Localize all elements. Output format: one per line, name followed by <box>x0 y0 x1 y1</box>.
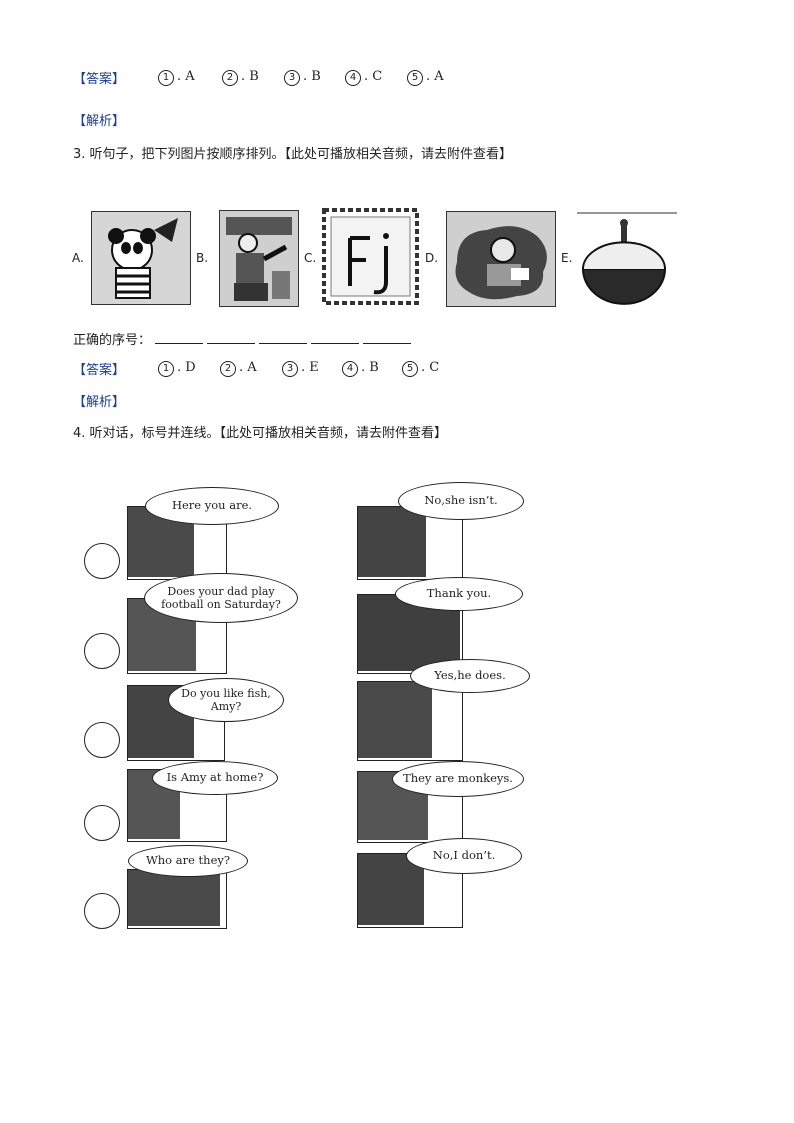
order-blank[interactable] <box>363 331 412 344</box>
order-label: 正确的序号： <box>73 333 152 348</box>
number-circle[interactable] <box>84 805 120 841</box>
number-circle[interactable] <box>84 722 120 758</box>
children-illustration <box>128 870 220 926</box>
answer-item: 4. B <box>342 360 379 377</box>
picture-label: B. <box>196 251 209 265</box>
answer-item: 1. D <box>158 360 196 377</box>
answer-item: 3. B <box>284 69 321 86</box>
ball-picture <box>577 211 677 305</box>
answer-item: 3. E <box>282 360 319 377</box>
order-blank[interactable] <box>207 331 256 344</box>
picture-label: E. <box>561 251 573 265</box>
answer-item: 5. C <box>402 360 439 377</box>
number-circle[interactable] <box>84 543 120 579</box>
speech-bubble: Do you like fish, Amy? <box>168 678 284 722</box>
letters-picture <box>322 208 419 305</box>
question-4-prompt: 4. 听对话，标号并连线。【此处可播放相关音频，请去附件查看】 <box>73 426 448 441</box>
answer-item: 1. A <box>158 69 195 86</box>
answer-item: 2. B <box>222 69 259 86</box>
girl-illustration <box>358 507 426 577</box>
panda-picture <box>91 211 191 305</box>
answer-item: 2. A <box>220 360 257 377</box>
answer-tag: 【答案】 <box>73 72 126 87</box>
picture-label: D. <box>425 251 439 265</box>
order-blank[interactable] <box>259 331 308 344</box>
speech-bubble: Is Amy at home? <box>152 761 278 795</box>
speech-bubble: They are monkeys. <box>392 761 524 797</box>
speech-bubble: Here you are. <box>145 487 279 525</box>
order-line: 正确的序号： <box>73 329 412 348</box>
speech-bubble: Does your dad play football on Saturday? <box>144 573 298 623</box>
number-circle[interactable] <box>84 893 120 929</box>
picture-label: C. <box>304 251 317 265</box>
man-reading-picture <box>446 211 556 307</box>
order-blank[interactable] <box>311 331 360 344</box>
speech-bubble: Yes,he does. <box>410 659 530 693</box>
speech-bubble: Thank you. <box>395 577 523 611</box>
analysis-tag: 【解析】 <box>73 395 126 410</box>
order-blank[interactable] <box>155 331 204 344</box>
picture-label: A. <box>72 251 84 265</box>
analysis-tag: 【解析】 <box>73 114 126 129</box>
answer-item: 4. C <box>345 69 382 86</box>
question-3-prompt: 3. 听句子，把下列图片按顺序排列。【此处可播放相关音频，请去附件查看】 <box>73 147 513 162</box>
speech-bubble: Who are they? <box>128 845 248 877</box>
answer-tag: 【答案】 <box>73 363 126 378</box>
boy-illustration <box>358 682 432 758</box>
number-circle[interactable] <box>84 633 120 669</box>
speech-bubble: No,she isn’t. <box>398 482 524 520</box>
speech-bubble: No,I don’t. <box>406 838 522 874</box>
girl-illustration <box>358 854 424 925</box>
answer-item: 5. A <box>407 69 444 86</box>
person-picture <box>219 210 299 307</box>
